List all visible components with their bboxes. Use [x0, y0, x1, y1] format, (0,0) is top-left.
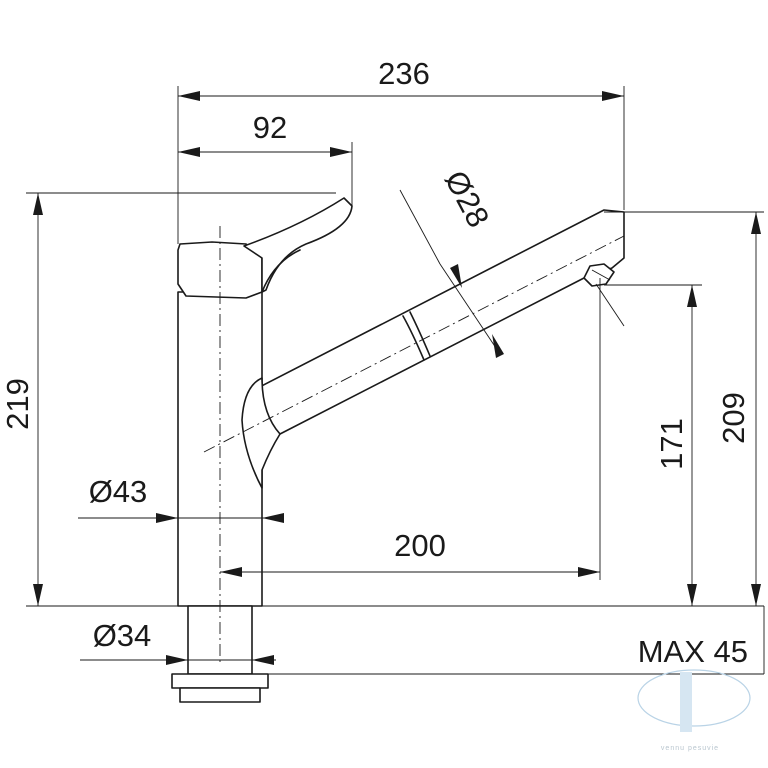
- faucet-body: [171, 197, 625, 703]
- watermark-logo-bar-icon: [680, 672, 692, 732]
- watermark-text: vennu pesuvie: [661, 745, 719, 752]
- arrow-171-bottom: [687, 584, 697, 606]
- dim-spout-diameter: Ø28: [438, 165, 496, 233]
- mounting-nut-lower: [179, 687, 261, 703]
- arrow-209-bottom: [751, 584, 761, 606]
- arrow-92-right: [330, 147, 352, 157]
- arrow-236-left: [178, 91, 200, 101]
- dim-body-diameter: Ø43: [89, 474, 148, 509]
- arrow-219-top: [33, 193, 43, 215]
- watermark: vennu pesuvie: [637, 669, 751, 752]
- arrow-34-left: [166, 655, 188, 665]
- lever-arm: [243, 197, 353, 293]
- spout-centerline: [203, 235, 625, 453]
- extension-lines: [26, 86, 764, 675]
- spout-collar-inner: [409, 311, 431, 357]
- dim-max-thickness: MAX 45: [638, 634, 748, 669]
- aerator-line: [591, 269, 611, 281]
- dim-spout-height: 209: [716, 392, 751, 444]
- arrow-171-top: [687, 285, 697, 307]
- dim-spout-reach: 200: [394, 528, 446, 563]
- arrow-236-right: [602, 91, 624, 101]
- dim-lever-reach: 92: [253, 110, 287, 145]
- arrow-200-left: [220, 567, 242, 577]
- aerator: [583, 263, 615, 287]
- mounting-nut: [171, 673, 269, 689]
- arrow-43-left: [156, 513, 178, 523]
- arrow-28-top: [450, 264, 462, 288]
- arrow-92-left: [178, 147, 200, 157]
- spout: [243, 209, 625, 435]
- dim-outlet-height: 171: [654, 418, 689, 470]
- spout-collar: [402, 315, 425, 361]
- arrow-200-right: [578, 567, 600, 577]
- dim-shank-diameter: Ø34: [93, 618, 152, 653]
- arrow-219-bottom: [33, 584, 43, 606]
- dim-overall-width: 236: [378, 56, 430, 91]
- dimension-labels: 236 92 Ø28 219 209 171 200 Ø43 Ø34 MAX 4…: [0, 56, 751, 669]
- lever-arm-edge: [261, 249, 301, 293]
- arrow-28-bottom: [492, 334, 504, 358]
- arrow-43-right: [262, 513, 284, 523]
- arrow-209-top: [751, 212, 761, 234]
- watermark-logo-icon: [637, 669, 751, 727]
- arrow-34-right: [252, 655, 274, 665]
- spout-junction: [241, 377, 281, 489]
- dimension-lines: [33, 91, 765, 674]
- center-lines: [203, 226, 625, 664]
- dim-overall-height: 219: [0, 378, 35, 430]
